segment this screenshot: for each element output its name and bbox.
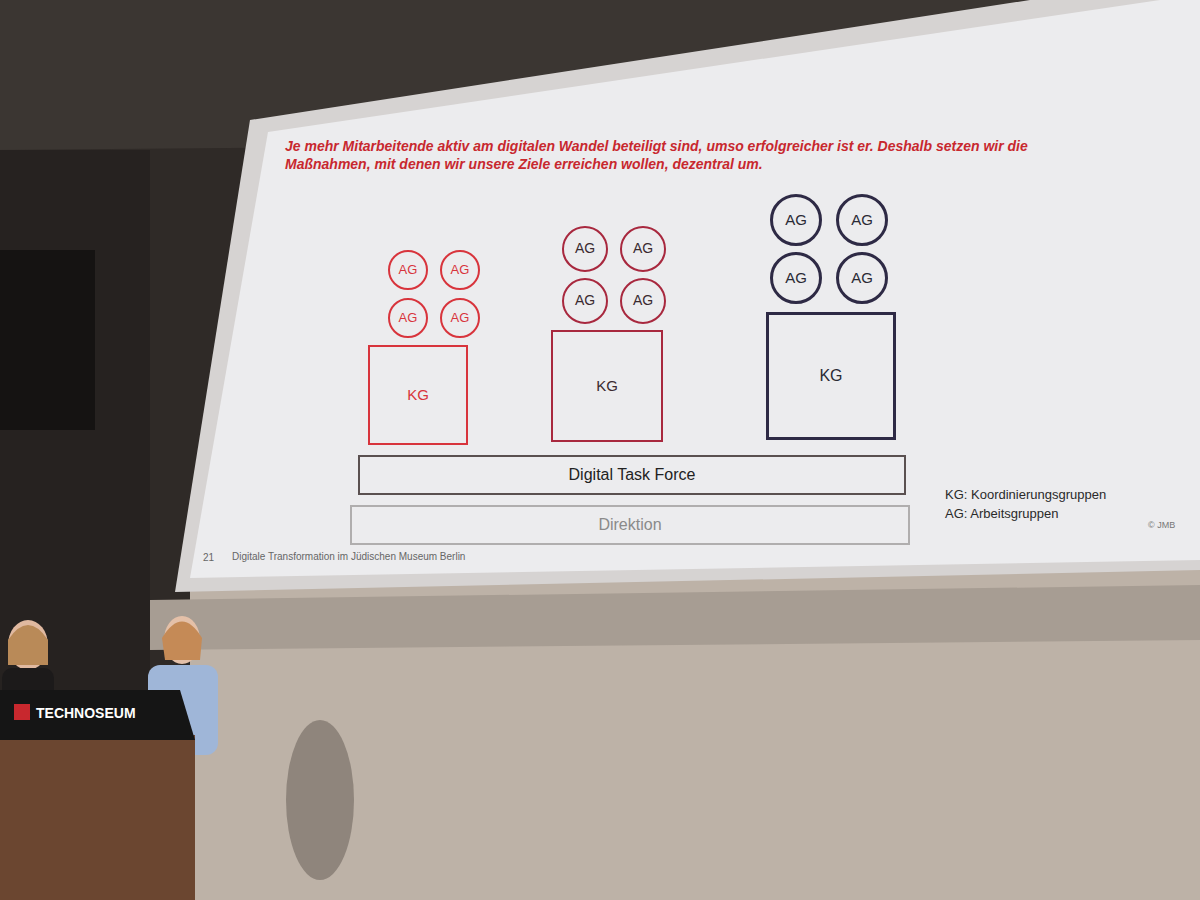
node-text: Direktion [598,516,661,534]
copyright: © JMB [1148,520,1175,531]
projection-screen [175,0,1200,592]
node-text: AG [785,270,807,287]
working-group-circle: AG [836,194,888,246]
lectern-top [0,690,195,740]
coordination-box: KG [766,312,896,440]
node-text: KG [407,387,429,404]
screen-box [150,585,1200,650]
shadow [286,720,354,880]
legend-note: KG: Koordinierungsgruppen [945,487,1106,503]
node-text: KG [819,367,842,385]
node-text: AG [785,212,807,229]
footer-text: Digitale Transformation im Jüdischen Mus… [232,551,465,564]
working-group-circle: AG [562,278,608,324]
logo-mark [14,704,30,720]
lectern-logo: TECHNOSEUM [36,705,136,723]
coordination-box: KG [368,345,468,445]
slide-title: Je mehr Mitarbeitende aktiv am digitalen… [285,138,1115,173]
node-text: AG [451,311,470,325]
layer-band: Direktion [350,505,910,545]
slide-ground [190,0,1200,578]
node-text: AG [633,293,653,308]
node-text: AG [451,263,470,277]
working-group-circle: AG [770,194,822,246]
coordination-box: KG [551,330,663,442]
node-text: AG [575,241,595,256]
node-text: AG [399,263,418,277]
node-text: AG [851,212,873,229]
speaker-hair [8,625,48,665]
node-text: AG [851,270,873,287]
legend-note: AG: Arbeitsgruppen [945,506,1058,522]
lectern [0,735,195,900]
page-number: 21 [203,552,214,565]
working-group-circle: AG [440,298,480,338]
layer-band: Digital Task Force [358,455,906,495]
monitor [0,250,95,430]
node-text: AG [399,311,418,325]
working-group-circle: AG [388,250,428,290]
speaker-hair [162,622,202,661]
working-group-circle: AG [836,252,888,304]
node-text: AG [575,293,595,308]
speaker-head [8,620,48,670]
working-group-circle: AG [562,226,608,272]
working-group-circle: AG [440,250,480,290]
node-text: AG [633,241,653,256]
node-text: KG [596,378,618,395]
working-group-circle: AG [388,298,428,338]
working-group-circle: AG [620,226,666,272]
working-group-circle: AG [620,278,666,324]
working-group-circle: AG [770,252,822,304]
node-text: Digital Task Force [569,466,696,484]
